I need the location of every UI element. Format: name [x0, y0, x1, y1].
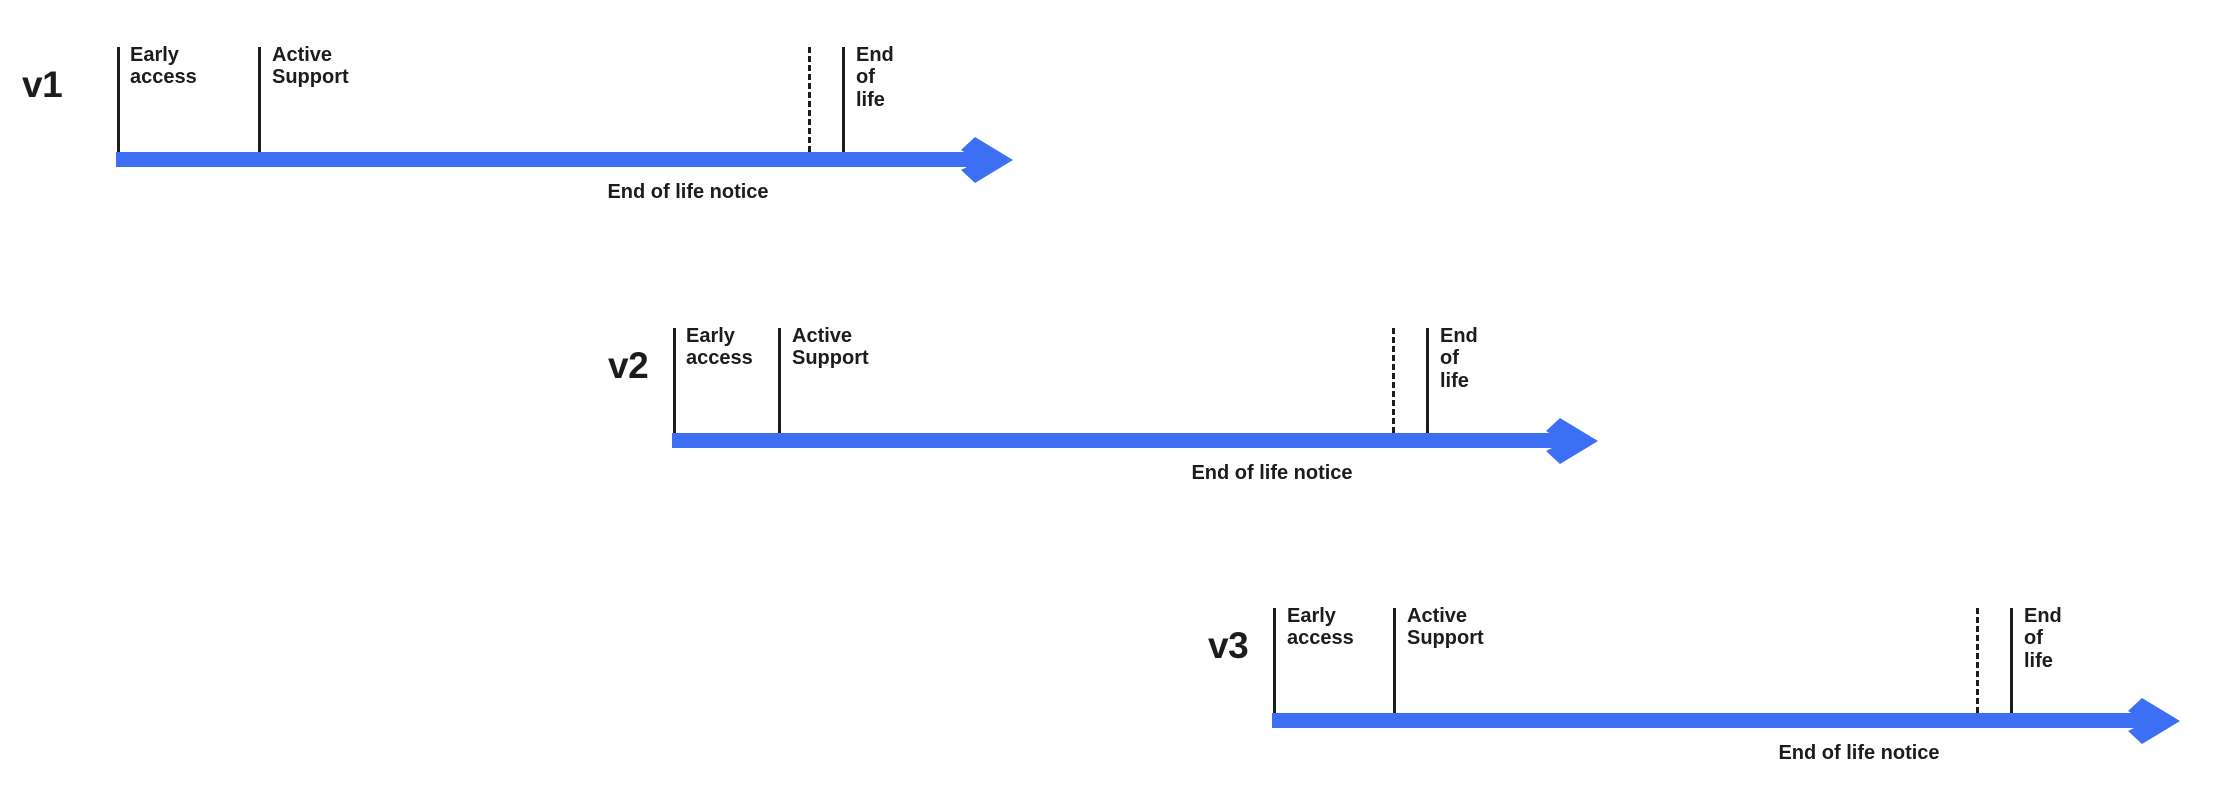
arrow-head-v2 — [1546, 417, 1598, 464]
phase-label-active-support-v3: Active Support — [1407, 605, 1484, 650]
phase-divider-v2-1 — [673, 328, 676, 433]
phase-label-early-access-v1: Early access — [130, 44, 197, 89]
phase-label-early-access-v2: Early access — [686, 325, 753, 370]
phase-divider-v1-1 — [117, 47, 120, 152]
phase-divider-v2-2 — [778, 328, 781, 433]
end-of-life-notice-marker-v2 — [1392, 328, 1395, 433]
phase-divider-v3-1 — [1273, 608, 1276, 713]
end-of-life-notice-label-v3: End of life notice — [1778, 742, 1940, 764]
end-of-life-notice-marker-v1 — [808, 47, 811, 152]
phase-divider-v3-3 — [2010, 608, 2013, 713]
version-label-v2: v2 — [608, 345, 649, 386]
end-of-life-notice-label-v1: End of life notice — [607, 181, 769, 203]
arrow-head-v3 — [2128, 697, 2180, 744]
lifecycle-bar-v3 — [1272, 713, 2152, 728]
phase-label-active-support-v2: Active Support — [792, 325, 869, 370]
end-of-life-notice-label-v2: End of life notice — [1191, 462, 1353, 484]
phase-divider-v1-2 — [258, 47, 261, 152]
version-label-v1: v1 — [22, 64, 63, 105]
phase-label-active-support-v1: Active Support — [272, 44, 349, 89]
phase-divider-v3-2 — [1393, 608, 1396, 713]
end-of-life-notice-marker-v3 — [1976, 608, 1979, 713]
phase-label-end-of-life-v1: End of life — [856, 44, 894, 111]
phase-divider-v1-3 — [842, 47, 845, 152]
version-label-v3: v3 — [1208, 625, 1249, 666]
phase-label-end-of-life-v2: End of life — [1440, 325, 1478, 392]
phase-label-early-access-v3: Early access — [1287, 605, 1354, 650]
phase-label-end-of-life-v3: End of life — [2024, 605, 2062, 672]
arrow-head-v1 — [961, 136, 1013, 183]
lifecycle-bar-v2 — [672, 433, 1570, 448]
phase-divider-v2-3 — [1426, 328, 1429, 433]
lifecycle-bar-v1 — [116, 152, 985, 167]
